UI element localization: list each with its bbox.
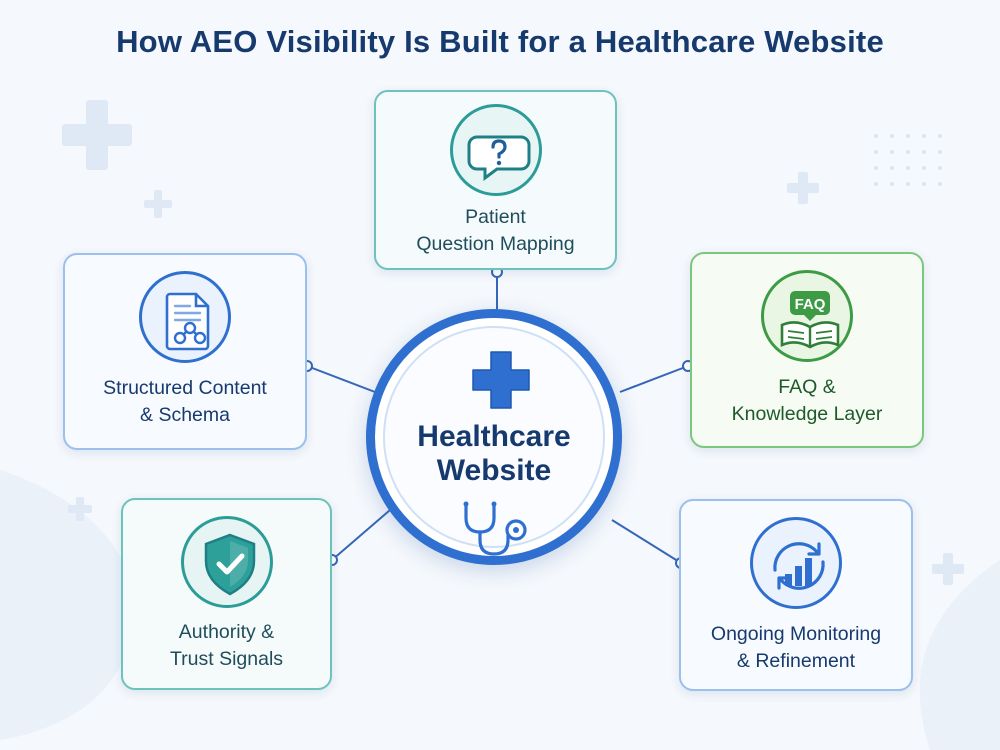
card-label-line1: Authority & bbox=[178, 621, 275, 643]
hub-label-line2: Website bbox=[436, 454, 552, 487]
card-faq-knowledge-layer: FAQ FAQ & Knowledge Layer bbox=[690, 252, 924, 448]
shield-check-icon bbox=[180, 516, 273, 608]
document-schema-icon bbox=[139, 271, 231, 363]
card-label: Ongoing Monitoring & Refinement bbox=[681, 621, 911, 675]
card-authority-trust-signals: Authority & Trust Signals bbox=[121, 498, 332, 690]
card-label: Structured Content & Schema bbox=[65, 375, 305, 429]
card-label-line1: Patient bbox=[465, 206, 526, 228]
chart-refresh-icon bbox=[750, 517, 842, 609]
card-label-line2: Knowledge Layer bbox=[731, 403, 883, 425]
card-patient-question-mapping: Patient Question Mapping bbox=[374, 90, 617, 270]
card-label-line2: & Schema bbox=[140, 404, 230, 426]
card-label: Authority & Trust Signals bbox=[123, 619, 330, 673]
card-label-line1: Ongoing Monitoring bbox=[710, 623, 882, 645]
card-label-line1: Structured Content bbox=[103, 377, 267, 399]
card-ongoing-monitoring-refinement: Ongoing Monitoring & Refinement bbox=[679, 499, 913, 691]
card-label-line2: Question Mapping bbox=[416, 233, 575, 255]
medical-cross-icon bbox=[472, 351, 530, 409]
hub-label: Healthcare Website bbox=[375, 420, 613, 488]
faq-book-icon: FAQ bbox=[761, 270, 853, 362]
hub-healthcare-website: Healthcare Website bbox=[366, 309, 622, 565]
faq-icon-text: FAQ bbox=[795, 296, 826, 313]
question-bubble-icon bbox=[449, 104, 542, 196]
card-label: Patient Question Mapping bbox=[376, 204, 615, 258]
hub-label-line1: Healthcare bbox=[417, 420, 571, 453]
page-title: How AEO Visibility Is Built for a Health… bbox=[116, 24, 884, 59]
card-label-line2: Trust Signals bbox=[169, 648, 284, 670]
card-label-line1: FAQ & bbox=[778, 376, 836, 398]
stethoscope-icon bbox=[463, 501, 527, 556]
card-structured-content-schema: Structured Content & Schema bbox=[63, 253, 307, 450]
card-label: FAQ & Knowledge Layer bbox=[692, 374, 922, 428]
card-label-line2: & Refinement bbox=[736, 650, 856, 672]
